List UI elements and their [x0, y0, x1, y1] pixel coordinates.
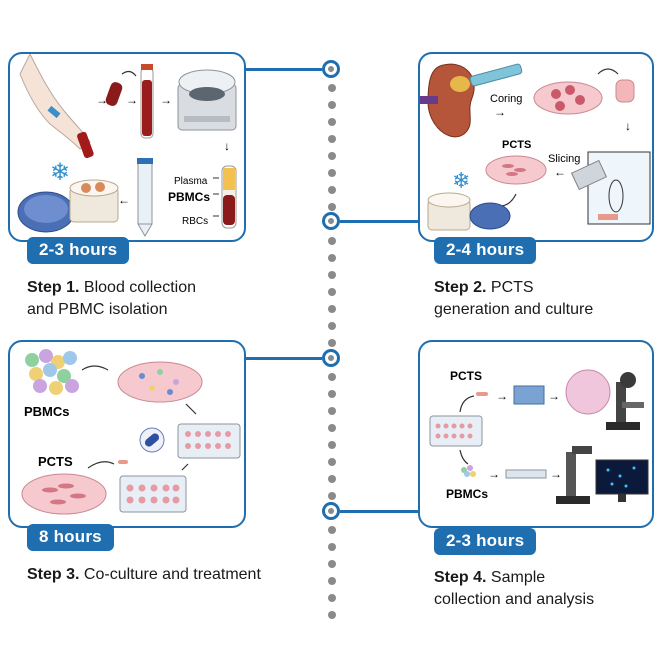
timeline-dot [328, 169, 336, 177]
timeline-dot [328, 84, 336, 92]
pbmcs-label-3: PBMCs [24, 404, 70, 419]
step1-illustration: → → → ↓ Plasma PBMCs RBCs [17, 54, 237, 237]
timeline-dot [328, 135, 336, 143]
timeline-dot [328, 288, 336, 296]
timeline-node-1 [322, 60, 340, 78]
well-plate-icon [177, 423, 241, 459]
timeline-dot [328, 441, 336, 449]
timeline-node-2 [322, 212, 340, 230]
svg-text:→: → [96, 93, 108, 107]
duration-badge-4: 2-3 hours [434, 528, 537, 555]
well-plate-icon [429, 415, 483, 447]
petri-dish-icon [21, 473, 107, 515]
slicing-label: Slicing [548, 153, 580, 165]
duration-badge-3: 8 hours [27, 524, 114, 551]
timeline-dot [328, 339, 336, 347]
svg-text:→: → [496, 389, 508, 403]
pcts-label-4: PCTS [450, 369, 482, 383]
timeline-dot [328, 152, 336, 160]
timeline-dot [328, 390, 336, 398]
step4-panel: PCTS → → PBMCs → → [418, 340, 654, 528]
connector-1 [246, 68, 322, 71]
svg-text:↓: ↓ [625, 119, 631, 133]
blood-tube-icon [105, 82, 123, 106]
capsule-icon [139, 427, 165, 453]
timeline-dot [328, 594, 336, 602]
svg-text:→: → [548, 389, 560, 403]
step3-panel: PBMCs PCTS [8, 340, 246, 528]
pcts-label-2: PCTS [502, 139, 531, 151]
blade-icon [570, 159, 608, 191]
timeline-dot [328, 254, 336, 262]
rbcs-label: RBCs [182, 216, 208, 227]
svg-text:→: → [160, 93, 172, 107]
duration-badge-1: 2-3 hours [27, 237, 130, 264]
well-plate-icon [119, 475, 187, 513]
coring-label: Coring [490, 93, 522, 105]
svg-text:→: → [550, 467, 562, 481]
snowflake-icon: ❄ [452, 168, 470, 193]
svg-text:→: → [126, 93, 138, 107]
timeline-dot [328, 203, 336, 211]
timeline-node-4 [322, 502, 340, 520]
petri-dish-icon [117, 361, 203, 403]
step1-panel: → → → ↓ Plasma PBMCs RBCs [8, 52, 246, 242]
plasma-label: Plasma [174, 176, 208, 187]
svg-text:→: → [488, 467, 500, 481]
petri-dish-icon [533, 81, 603, 115]
svg-text:→: → [494, 105, 506, 119]
timeline-dot [328, 560, 336, 568]
timeline-node-3 [322, 349, 340, 367]
connector-4 [340, 510, 418, 513]
timeline-dot [328, 101, 336, 109]
timeline-dot [328, 186, 336, 194]
timeline-dot [328, 475, 336, 483]
connector-3 [246, 357, 322, 360]
centrifuge-icon [177, 69, 237, 131]
kidney-icon [420, 63, 475, 138]
svg-text:←: ← [118, 193, 130, 207]
freezer-box-icon [17, 179, 119, 233]
monitor-icon [595, 459, 649, 502]
pcts-label-3: PCTS [38, 454, 73, 469]
timeline-dot [328, 271, 336, 279]
svg-text:↓: ↓ [224, 139, 230, 153]
step4-caption: Step 4. Sample collection and analysis [434, 569, 595, 608]
timeline-dot [328, 611, 336, 619]
timeline-dot [328, 407, 336, 415]
timeline-dot [328, 237, 336, 245]
step3-caption: Step 3. Co-culture and treatment [27, 566, 261, 583]
timeline-dot [328, 118, 336, 126]
blood-tube-icon [77, 131, 94, 159]
step2-illustration: Coring → ↓ Slicing ← PCTS ❄ [420, 63, 651, 231]
blood-tube-icon [140, 64, 154, 139]
step3-illustration: PBMCs PCTS [21, 349, 241, 515]
pbmcs-label: PBMCs [168, 190, 210, 204]
microscope-icon [556, 446, 592, 504]
step2-caption: Step 2. PCTS generation and culture [434, 279, 594, 318]
timeline-dot [328, 526, 336, 534]
timeline-dot [328, 543, 336, 551]
svg-text:←: ← [554, 165, 566, 179]
duration-badge-2: 2-4 hours [434, 237, 537, 264]
timeline-dot [328, 458, 336, 466]
step2-panel: Coring → ↓ Slicing ← PCTS ❄ [418, 52, 654, 242]
pbmc-cells [461, 465, 476, 477]
petri-dish-icon [485, 155, 547, 185]
timeline-dot [328, 322, 336, 330]
timeline-dot [328, 577, 336, 585]
step1-caption: Step 1. Blood collection and PBMC isolat… [27, 279, 196, 318]
freezer-box-icon [427, 192, 511, 231]
timeline-dot [328, 305, 336, 313]
pbmc-cells [25, 349, 79, 395]
timeline-dot [328, 424, 336, 432]
step4-illustration: PCTS → → PBMCs → → [429, 369, 649, 504]
timeline-dot [328, 492, 336, 500]
connector-2 [340, 220, 418, 223]
microscope-icon [606, 372, 644, 430]
pbmcs-label-4: PBMCs [446, 487, 488, 501]
timeline-dot [328, 373, 336, 381]
snowflake-icon: ❄ [50, 159, 70, 186]
